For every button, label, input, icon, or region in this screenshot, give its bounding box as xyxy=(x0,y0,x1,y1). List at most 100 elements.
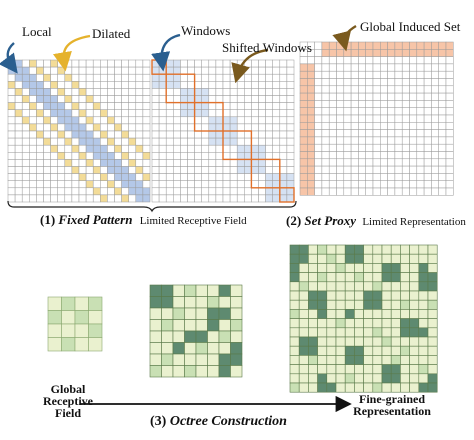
set-proxy-cell xyxy=(401,136,410,145)
set-proxy-cell xyxy=(409,165,418,174)
octree-cell xyxy=(390,373,401,384)
fixed-pattern-cell xyxy=(50,187,58,196)
fixed-pattern-cell xyxy=(92,95,101,103)
fixed-pattern-cell xyxy=(142,144,151,153)
fixed-pattern-cell xyxy=(36,123,44,132)
octree-cell xyxy=(390,281,401,292)
fixed-pattern-cell xyxy=(100,66,108,75)
set-proxy-cell xyxy=(372,187,381,196)
set-proxy-cell xyxy=(423,136,432,145)
windows-cell xyxy=(165,95,174,103)
set-proxy-cell xyxy=(372,129,381,138)
windows-cell xyxy=(187,180,195,189)
set-proxy-cell xyxy=(358,107,366,116)
fixed-pattern-cell xyxy=(142,123,151,132)
fixed-pattern-cell xyxy=(128,116,137,125)
set-proxy-cell xyxy=(423,129,432,138)
fixed-pattern-cell xyxy=(128,194,137,203)
octree-cell xyxy=(308,309,318,319)
fixed-pattern-cell xyxy=(142,159,151,167)
octree-cell xyxy=(400,382,410,393)
windows-cell xyxy=(165,88,174,96)
fixed-pattern-cell xyxy=(114,187,122,196)
octree-cell xyxy=(344,263,355,273)
fixed-pattern-cell xyxy=(64,137,73,146)
windows-cell xyxy=(201,152,210,160)
fixed-pattern-cell xyxy=(100,194,108,203)
fixed-pattern-cell xyxy=(78,173,87,181)
set-proxy-cell xyxy=(416,56,425,65)
octree-cell xyxy=(326,382,337,393)
fixed-pattern-cell xyxy=(71,81,80,89)
caption-fixed-pattern-num: (1) xyxy=(40,212,56,227)
set-proxy-cell xyxy=(380,158,388,167)
fixed-pattern-cell xyxy=(121,166,129,174)
set-proxy-cell xyxy=(358,158,366,167)
octree-cell xyxy=(161,307,174,320)
fixed-pattern-cell xyxy=(100,123,108,132)
set-proxy-matrix xyxy=(299,41,454,196)
octree-cell xyxy=(354,345,364,356)
octree-cell xyxy=(195,296,208,309)
fixed-pattern-cell xyxy=(121,152,129,160)
octree-cell xyxy=(354,364,364,375)
windows-cell xyxy=(265,144,273,153)
windows-cell xyxy=(258,116,266,125)
windows-cell xyxy=(251,109,259,118)
set-proxy-cell xyxy=(343,92,352,101)
fixed-pattern-cell xyxy=(128,66,137,75)
windows-cell xyxy=(229,95,238,103)
set-proxy-cell xyxy=(416,151,425,160)
set-proxy-cell xyxy=(394,70,403,79)
set-proxy-cell xyxy=(350,136,359,145)
windows-cell xyxy=(251,152,259,160)
fixed-pattern-cell xyxy=(78,88,87,96)
octree-cell xyxy=(372,336,383,347)
windows-cell xyxy=(251,166,259,174)
fixed-pattern-cell xyxy=(100,187,108,196)
windows-cell xyxy=(222,123,231,132)
octree-cell xyxy=(289,336,300,347)
octree-cell xyxy=(335,336,346,347)
set-proxy-cell xyxy=(328,180,337,189)
fixed-pattern-cell xyxy=(92,88,101,96)
octree-cell xyxy=(354,299,364,310)
fixed-pattern-cell xyxy=(7,81,16,89)
windows-cell xyxy=(173,59,181,68)
octree-cell xyxy=(427,309,438,319)
set-proxy-cell xyxy=(358,114,366,123)
fixed-pattern-cell xyxy=(107,59,115,68)
fixed-pattern-cell xyxy=(57,130,66,139)
set-proxy-cell xyxy=(372,107,381,116)
fixed-pattern-cell xyxy=(85,144,94,153)
windows-cell xyxy=(272,59,281,68)
fixed-pattern-cell xyxy=(36,73,44,82)
fixed-pattern-cell xyxy=(43,187,51,196)
octree-cell xyxy=(409,281,420,292)
windows-cell xyxy=(187,59,195,68)
octree-cell xyxy=(88,310,103,325)
set-proxy-cell xyxy=(416,100,425,108)
windows-cell xyxy=(215,109,224,118)
set-proxy-cell xyxy=(307,129,315,138)
set-proxy-cell xyxy=(321,122,330,130)
fixed-pattern-cell xyxy=(114,123,122,132)
windows-cell xyxy=(165,187,174,196)
windows-cell xyxy=(286,73,295,82)
windows-cell xyxy=(229,180,238,189)
fixed-pattern-cell xyxy=(142,95,151,103)
fixed-pattern-cell xyxy=(43,144,51,153)
set-proxy-cell xyxy=(423,70,432,79)
set-proxy-cell xyxy=(387,187,396,196)
fixed-pattern-cell xyxy=(114,88,122,96)
windows-cell xyxy=(194,180,202,189)
set-proxy-cell xyxy=(336,136,345,145)
fixed-pattern-cell xyxy=(57,66,66,75)
set-proxy-cell xyxy=(387,92,396,101)
fixed-pattern-cell xyxy=(71,73,80,82)
windows-cell xyxy=(236,166,245,174)
set-proxy-cell xyxy=(358,70,366,79)
windows-cell xyxy=(258,73,266,82)
fixed-pattern-cell xyxy=(128,152,137,160)
set-proxy-cell xyxy=(307,92,315,101)
